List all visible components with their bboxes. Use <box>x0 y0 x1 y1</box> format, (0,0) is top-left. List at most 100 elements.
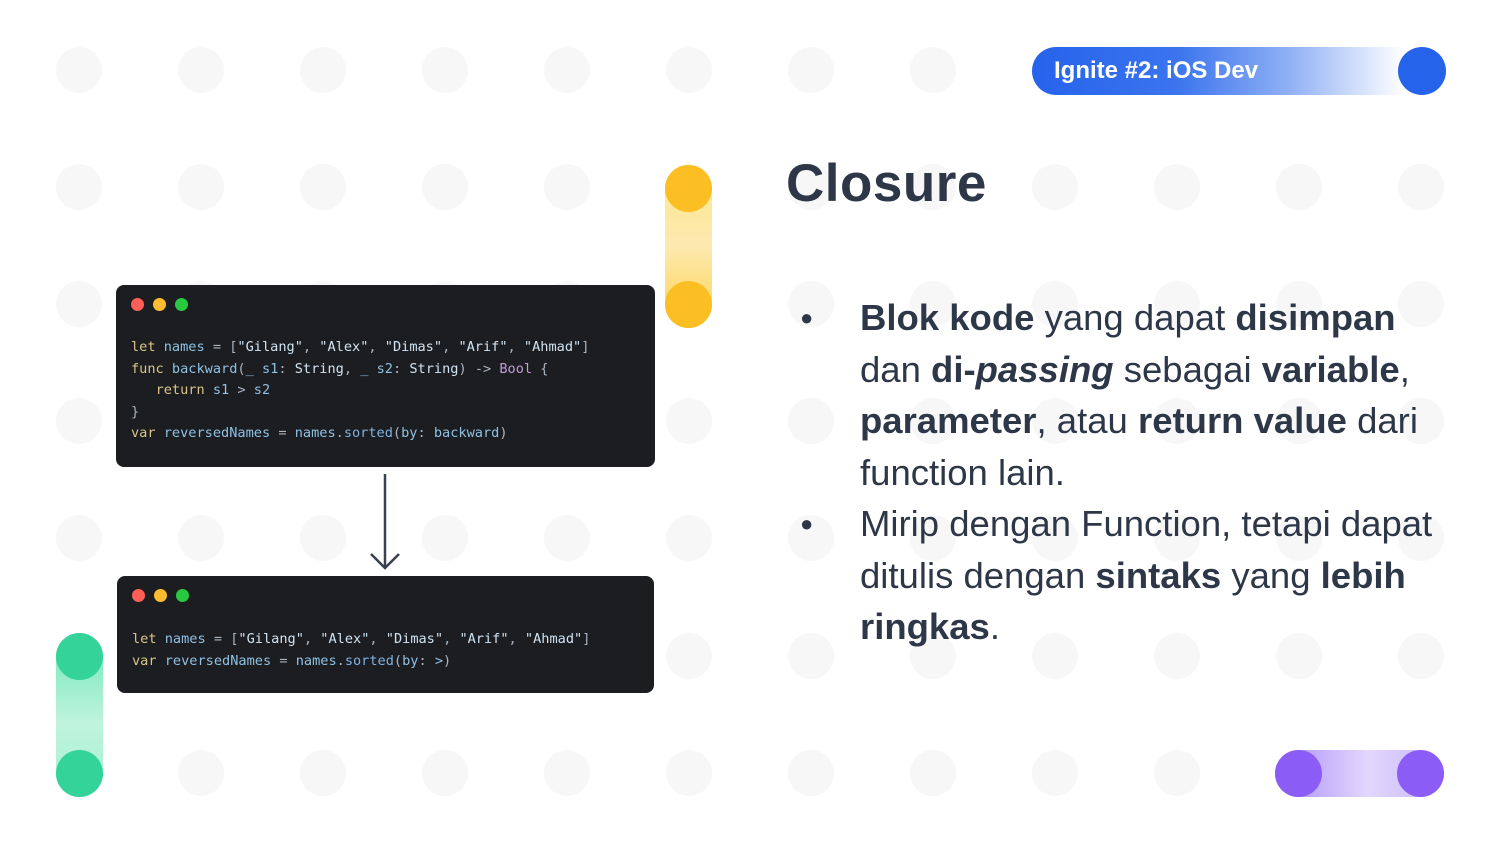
code-token: let <box>132 631 157 647</box>
course-badge: Ignite #2: iOS Dev <box>1032 47 1446 95</box>
bullet-item: Blok kode yang dapat disimpan dan di-pas… <box>800 292 1460 498</box>
code-token: backward <box>433 425 500 441</box>
background-dot <box>422 515 468 561</box>
code-token <box>131 382 156 398</box>
code-line: func backward(_ s1: String, _ s2: String… <box>131 359 589 381</box>
code-token: = <box>278 425 295 441</box>
code-token: = <box>279 652 296 669</box>
code-token: return <box>155 382 205 398</box>
code-token: reversedNames <box>156 652 280 669</box>
bullet-list: Blok kode yang dapat disimpan dan di-pas… <box>800 292 1460 653</box>
code-token: , <box>302 339 320 355</box>
code-token: func <box>131 360 164 377</box>
purple-pill-decoration <box>1275 750 1444 797</box>
background-dot <box>666 633 712 679</box>
background-dot <box>788 164 834 210</box>
code-token: "Gilang" <box>238 631 304 647</box>
bullet-text-segment: parameter <box>860 400 1037 441</box>
background-dot <box>56 398 102 444</box>
code-token: String <box>409 360 459 377</box>
purple-pill-right-dot <box>1397 750 1444 797</box>
close-dot-icon <box>132 589 145 602</box>
background-dot <box>544 47 590 93</box>
code-token: var <box>132 652 157 669</box>
code-line: return s1 > s2 <box>131 380 589 402</box>
minimize-dot-icon <box>154 589 167 602</box>
code-token: : <box>278 360 295 377</box>
bullet-item: Mirip dengan Function, tetapi dapat ditu… <box>800 498 1460 653</box>
green-pill-decoration <box>56 633 103 797</box>
code-token: , <box>303 631 321 647</box>
code-token: ) -> <box>458 360 500 377</box>
yellow-pill-bottom-dot <box>665 281 712 328</box>
bullet-text-segment: yang dapat <box>1034 297 1236 338</box>
slide-title: Closure <box>786 154 987 213</box>
code-line: var reversedNames = names.sorted(by: bac… <box>131 423 589 445</box>
code-token: = [ <box>212 339 238 355</box>
close-dot-icon <box>131 298 144 311</box>
code-token: _ s2 <box>360 360 393 377</box>
bullet-text-segment: sintaks <box>1095 554 1222 596</box>
code-token: , <box>369 631 386 647</box>
background-dot <box>666 47 712 93</box>
background-dot <box>422 164 468 210</box>
code-token: _ s1 <box>245 360 279 377</box>
green-pill-bottom-dot <box>56 750 103 797</box>
background-dot <box>178 164 224 210</box>
bullet-text-segment: . <box>989 606 1000 647</box>
code-token: s1 <box>204 382 238 398</box>
code-token: . <box>336 652 345 669</box>
background-dot <box>300 164 346 210</box>
code-token: ( <box>393 652 403 669</box>
code-token: ( <box>392 425 402 441</box>
code-token: backward <box>163 360 238 377</box>
bullet-text-segment: disimpan <box>1235 297 1396 338</box>
code-token: ] <box>582 631 591 647</box>
code-line: var reversedNames = names.sorted(by: >) <box>132 651 590 673</box>
code-token: "Gilang" <box>237 339 303 355</box>
code-line: let names = ["Gilang", "Alex", "Dimas", … <box>131 337 589 359</box>
background-dot <box>178 515 224 561</box>
background-dot <box>544 515 590 561</box>
background-dot <box>544 164 590 210</box>
code-token: names <box>294 425 336 441</box>
background-dot <box>910 164 956 210</box>
background-dot <box>1032 164 1078 210</box>
code-token: Bool <box>499 360 533 377</box>
code-token: , <box>443 631 460 647</box>
code-token: "Alex" <box>319 339 369 355</box>
code-token: "Arif" <box>458 339 508 355</box>
window-controls <box>132 589 189 602</box>
code-token: > <box>237 382 254 398</box>
code-window-closure: let names = ["Gilang", "Alex", "Dimas", … <box>117 576 654 693</box>
bullet-text-segment: dari function lain. <box>860 400 1418 493</box>
background-dot <box>1154 750 1200 796</box>
code-token: ) <box>443 652 452 669</box>
code-token: ) <box>499 425 508 441</box>
code-token: var <box>131 425 156 441</box>
code-token: "Alex" <box>320 631 370 647</box>
background-dot <box>666 398 712 444</box>
code-token: "Ahmad" <box>523 339 582 355</box>
badge-circle-decoration <box>1398 47 1446 95</box>
background-dot <box>1154 164 1200 210</box>
window-controls <box>131 298 188 311</box>
code-token: ] <box>581 339 590 355</box>
code-token: { <box>532 360 549 377</box>
bullet-text-segment: yang <box>1221 554 1321 596</box>
bullet-text-segment: di- <box>931 348 976 390</box>
yellow-pill-top-dot <box>665 165 712 212</box>
background-dot <box>910 750 956 796</box>
code-token: names <box>295 652 337 669</box>
green-pill-top-dot <box>56 633 103 680</box>
code-token: s2 <box>253 382 271 398</box>
background-dot <box>1398 164 1444 210</box>
code-token: } <box>131 403 140 420</box>
code-block-closure: let names = ["Gilang", "Alex", "Dimas", … <box>132 629 590 672</box>
background-dot <box>56 515 102 561</box>
code-token: , <box>508 631 525 647</box>
code-line: let names = ["Gilang", "Alex", "Dimas", … <box>132 629 590 651</box>
background-dot <box>788 750 834 796</box>
background-dot <box>422 47 468 93</box>
code-token: , <box>507 339 524 355</box>
